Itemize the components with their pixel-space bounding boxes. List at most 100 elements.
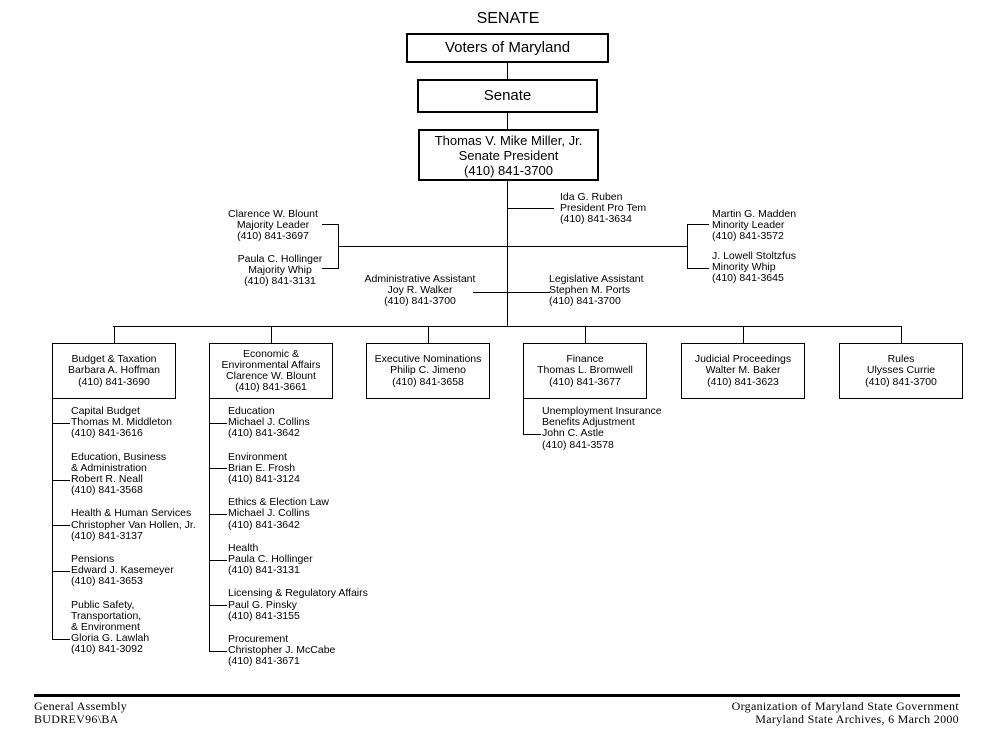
subcommittee-line: & Environment — [71, 621, 140, 633]
connector — [507, 63, 508, 79]
assistants-line — [473, 292, 550, 293]
admin-assistant-role: Administrative Assistant — [364, 273, 476, 285]
senate-box: Senate — [417, 79, 598, 113]
subcommittee-line: Education — [228, 405, 275, 417]
minority-whip-phone: (410) 841-3645 — [712, 272, 784, 285]
connector — [322, 224, 338, 225]
subcommittee-line: Thomas M. Middleton — [71, 416, 172, 429]
subcommittee-line: (410) 841-3092 — [71, 643, 143, 656]
subcommittee-line: Robert R. Neall — [71, 473, 143, 485]
subcommittee-line: Christopher Van Hollen, Jr. — [71, 518, 196, 531]
committee-line: Philip C. Jimeno — [390, 364, 466, 377]
connector — [338, 224, 339, 269]
subcommittee-line: (410) 841-3131 — [228, 564, 300, 577]
subcommittee-line: Edward J. Kasemeyer — [71, 564, 174, 577]
subcommittee-line: (410) 841-3653 — [71, 575, 143, 588]
senate-label: Senate — [483, 87, 532, 104]
subcommittee-line: (410) 841-3642 — [228, 518, 300, 531]
committee-line: Clarence W. Blount — [226, 370, 316, 382]
connector — [687, 224, 709, 225]
chart-title: SENATE — [476, 10, 540, 27]
footer-left-line: BUDREV96\BA — [34, 711, 119, 726]
legis-assistant-role: Legislative Assistant — [549, 273, 644, 285]
subcommittee-line: John C. Astle — [542, 427, 604, 440]
footer-left-line: General Assembly — [34, 699, 128, 713]
connector — [428, 326, 429, 343]
pro-tem-role: President Pro Tem — [560, 202, 647, 215]
committee-line: Judicial Proceedings — [694, 353, 792, 366]
subcommittee-line: Public Safety, — [71, 598, 135, 611]
committee-line: Budget & Taxation — [71, 353, 157, 366]
minority-leader: Martin G. Madden Minority Leader (410) 8… — [712, 208, 797, 243]
majority-leader-name: Clarence W. Blount — [228, 208, 318, 220]
subcommittee-line: Benefits Adjustment — [542, 416, 635, 429]
connector — [523, 434, 541, 435]
minority-whip-role: Minority Whip — [712, 261, 776, 274]
legis-assistant-name: Stephen M. Ports — [549, 284, 631, 297]
connector — [507, 208, 554, 209]
connector — [687, 268, 709, 269]
subcommittee-line: (410) 841-3568 — [71, 484, 143, 497]
connector — [52, 525, 70, 526]
voters-box: Voters of Maryland — [406, 33, 609, 63]
president-phone: (410) 841-3700 — [464, 162, 553, 178]
subcommittee-line: Michael J. Collins — [228, 416, 310, 429]
committee-line: (410) 841-3690 — [78, 375, 150, 388]
president-box: Thomas V. Mike Miller, Jr. Senate Presid… — [418, 129, 599, 181]
connector — [585, 326, 586, 343]
subcommittee-line: Health & Human Services — [71, 507, 192, 520]
subcommittee-line: Environment — [228, 450, 287, 463]
subcommittee: Public Safety,Transportation,& Environme… — [71, 598, 149, 656]
footer-right-line: Maryland State Archives, 6 March 2000 — [755, 711, 959, 726]
committee-line: (410) 841-3623 — [707, 375, 779, 388]
subcommittee-line: Health — [228, 541, 259, 554]
subcommittee-line: Brian E. Frosh — [228, 461, 296, 474]
committee-line: Thomas L. Bromwell — [537, 364, 633, 377]
majority-whip-phone: (410) 841-3131 — [244, 275, 316, 288]
connector — [52, 639, 70, 640]
minority-whip-name: J. Lowell Stoltzfus — [712, 250, 797, 262]
committee-line: Walter M. Baker — [705, 364, 781, 377]
subcommittee-line: Michael J. Collins — [228, 507, 310, 520]
majority-leader-role: Majority Leader — [236, 219, 310, 232]
president-role: Senate President — [458, 147, 559, 163]
connector — [322, 268, 338, 269]
committee-line: Executive Nominations — [374, 353, 482, 366]
connector — [743, 326, 744, 343]
subcommittee-line: (410) 841-3671 — [228, 655, 300, 668]
connector — [687, 224, 688, 269]
footer-right: Organization of Maryland State Governmen… — [732, 700, 959, 725]
subcommittee-line: Capital Budget — [71, 405, 140, 417]
majority-whip: Paula C. Hollinger Majority Whip (410) 8… — [225, 253, 335, 288]
connector — [52, 480, 70, 481]
pro-tem: Ida G. Ruben President Pro Tem (410) 841… — [560, 191, 647, 226]
connector — [209, 423, 227, 424]
connector — [52, 571, 70, 572]
pro-tem-name: Ida G. Ruben — [560, 191, 623, 203]
subcommittee-line: Ethics & Election Law — [228, 496, 329, 509]
committee-line: Ulysses Currie — [866, 364, 936, 377]
connector — [507, 113, 508, 129]
footer-left: General Assembly BUDREV96\BA — [34, 700, 127, 725]
minority-leader-phone: (410) 841-3572 — [712, 230, 784, 243]
connector — [271, 326, 272, 343]
connector — [901, 326, 902, 343]
legis-assistant: Legislative Assistant Stephen M. Ports (… — [549, 273, 644, 308]
admin-assistant-phone: (410) 841-3700 — [384, 295, 456, 308]
legis-assistant-phone: (410) 841-3700 — [549, 295, 621, 308]
subcommittee-line: (410) 841-3137 — [71, 529, 143, 542]
connector — [52, 423, 70, 424]
subcommittee-line: (410) 841-3578 — [542, 438, 614, 451]
committee-line: Environmental Affairs — [221, 358, 321, 371]
minority-leader-name: Martin G. Madden — [712, 208, 797, 220]
majority-leader: Clarence W. Blount Majority Leader (410)… — [218, 208, 328, 243]
subcommittee-spine — [209, 399, 210, 652]
